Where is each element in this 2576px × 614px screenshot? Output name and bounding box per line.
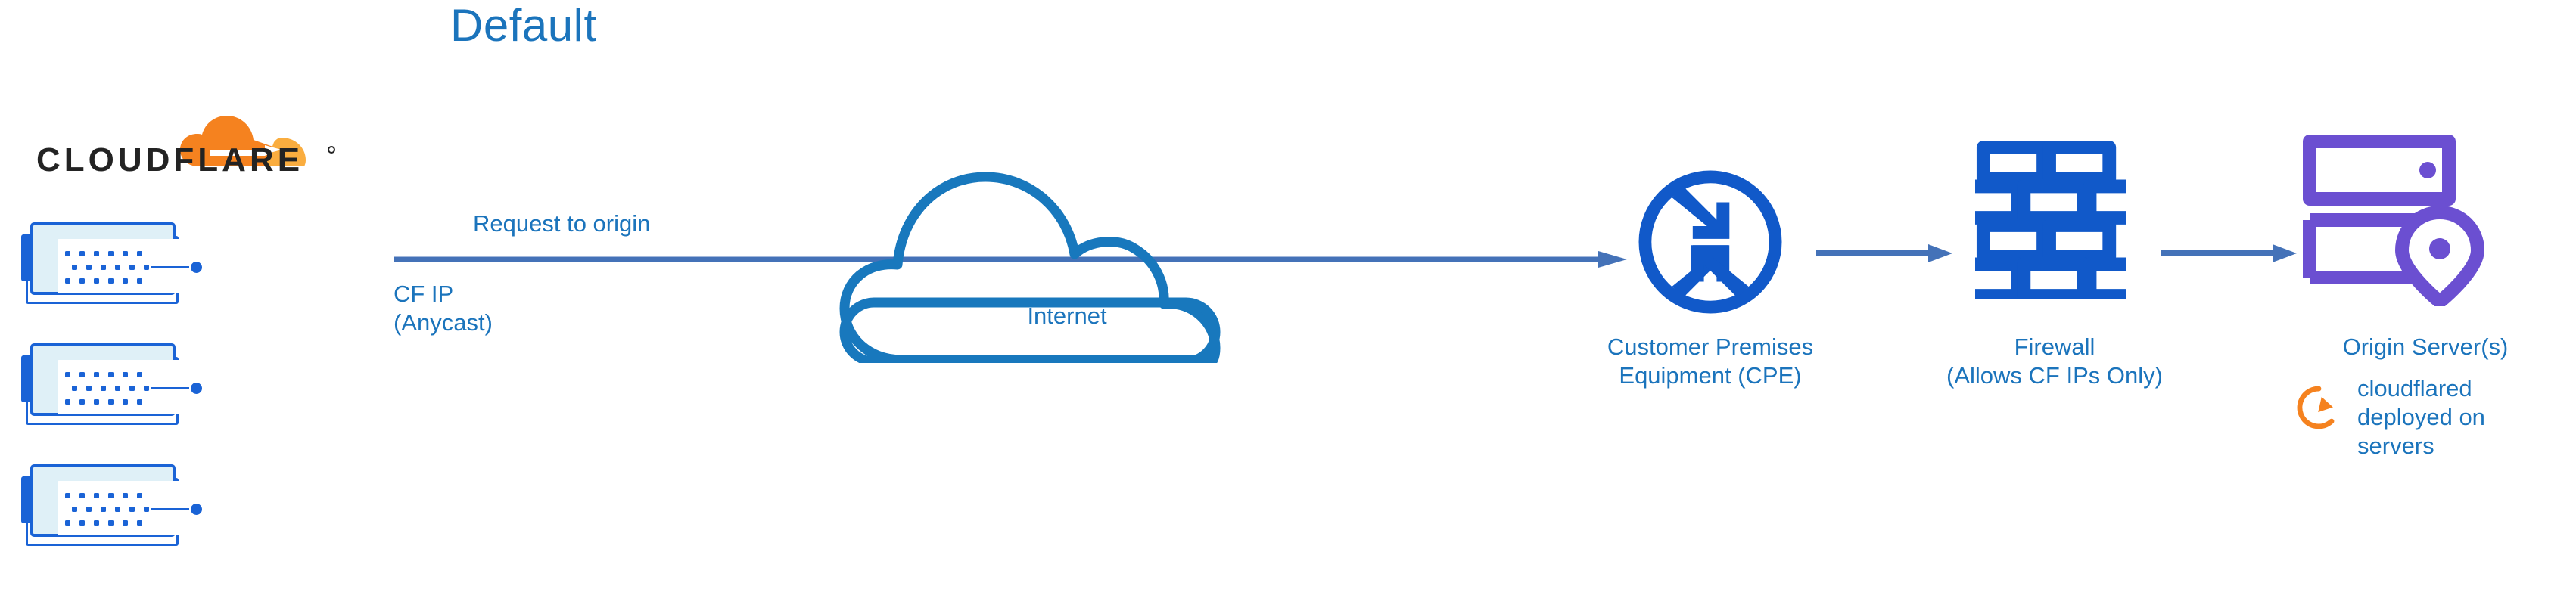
- edge-server-unit: [15, 339, 202, 428]
- server-indicator-bar: [151, 387, 189, 389]
- cloudflare-wordmark: CLOUDFLARE: [36, 141, 339, 180]
- request-to-origin-arrow: [394, 251, 1627, 268]
- server-chassis: [30, 343, 202, 416]
- firewall-to-origin-arrow: [2161, 243, 2297, 263]
- server-vent-dots: [65, 493, 149, 526]
- cpe-to-firewall-arrow: [1816, 243, 1952, 263]
- internet-label: Internet: [1027, 302, 1107, 329]
- server-power-led: [191, 504, 202, 515]
- origin-server-pin-icon: [2301, 132, 2490, 309]
- cf-ip-anycast-label: CF IP (Anycast): [394, 281, 493, 336]
- server-faceplate: [58, 481, 202, 535]
- server-vent-dots: [65, 372, 149, 405]
- server-indicator-bar: [151, 266, 189, 268]
- internet-cloud-icon: [832, 106, 1302, 367]
- cloudflare-cloud-logo: [168, 115, 319, 168]
- server-chassis: [30, 222, 202, 295]
- server-chassis: [30, 464, 202, 537]
- server-vent-dots: [65, 251, 149, 284]
- router-circle-arrows-icon: [1631, 163, 1790, 321]
- server-faceplate: [58, 239, 202, 293]
- brick-wall-icon: [1960, 140, 2148, 302]
- origin-server-label: Origin Server(s): [2342, 333, 2509, 360]
- cpe-label: Customer Premises Equipment (CPE): [1607, 333, 1814, 389]
- request-to-origin-label: Request to origin: [473, 210, 651, 237]
- cloudflared-refresh-icon: [2293, 382, 2344, 433]
- cloudflared-label: cloudflared deployed on servers: [2357, 375, 2485, 459]
- edge-server-unit: [15, 218, 202, 307]
- server-power-led: [191, 262, 202, 273]
- server-faceplate: [58, 360, 202, 414]
- diagram-title: Default: [450, 0, 597, 51]
- server-power-led: [191, 383, 202, 394]
- edge-server-unit: [15, 460, 202, 549]
- server-indicator-bar: [151, 508, 189, 510]
- svg-text:CLOUDFLARE: CLOUDFLARE: [36, 142, 303, 178]
- firewall-label: Firewall (Allows CF IPs Only): [1946, 333, 2163, 389]
